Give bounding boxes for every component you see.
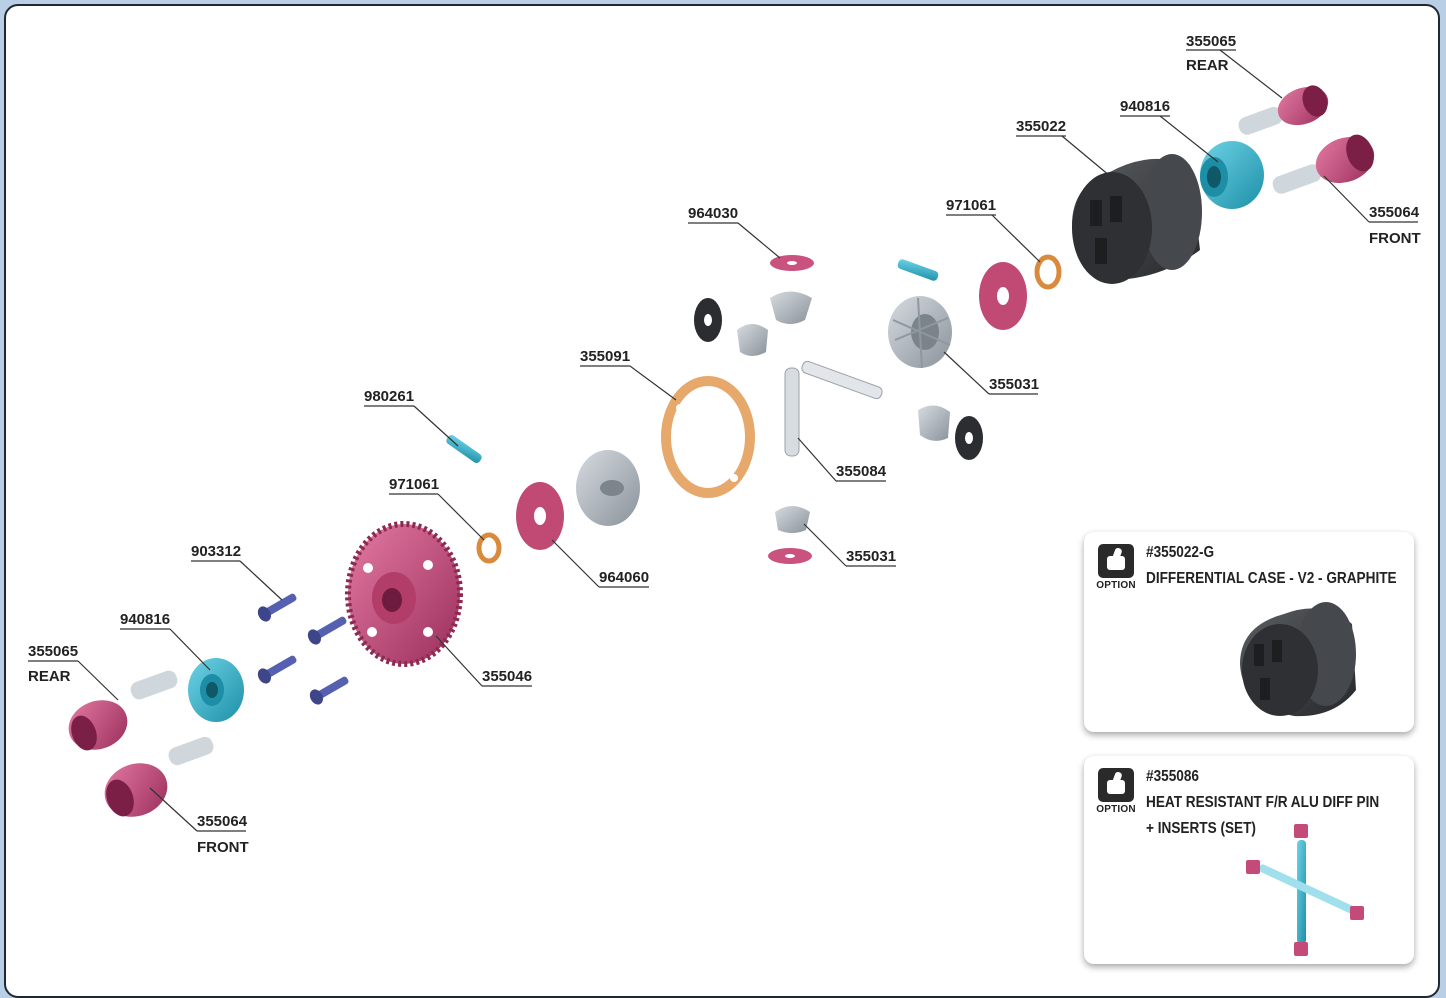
- diff-pin-inserts-image: [1246, 824, 1364, 956]
- label-355065-bottom: 355065 REAR: [28, 643, 119, 701]
- thumbs-up-icon: [1098, 768, 1134, 802]
- label-355031-bottom: 355031: [803, 523, 896, 567]
- gasket: [661, 376, 755, 498]
- outdrive-cup-front-top: [1272, 134, 1375, 194]
- option-badge: OPTION: [1096, 768, 1136, 830]
- label-980261: 980261: [364, 388, 459, 447]
- part-number: 964060: [599, 569, 649, 586]
- part-number: 355031: [989, 376, 1039, 393]
- part-number: 940816: [120, 611, 170, 628]
- part-number: 355046: [482, 668, 532, 685]
- outdrive-cup-rear-top: [1238, 85, 1329, 135]
- bevel-gear-small-right: [918, 405, 950, 441]
- option-part-number: #355086: [1146, 768, 1199, 785]
- part-number: 355091: [580, 348, 630, 365]
- label-903312: 903312: [191, 543, 283, 601]
- bearing-bottom: [188, 658, 244, 722]
- part-position: REAR: [28, 668, 71, 685]
- part-number: 971061: [946, 197, 996, 214]
- part-position: REAR: [1186, 57, 1229, 74]
- option-description: HEAT RESISTANT F/R ALU DIFF PIN: [1146, 794, 1380, 811]
- label-964030: 964030: [688, 205, 781, 259]
- option-description: DIFFERENTIAL CASE - V2 - GRAPHITE: [1146, 570, 1397, 587]
- label-940816-bottom: 940816: [120, 611, 211, 671]
- washer-bottom: [768, 548, 812, 564]
- part-position: FRONT: [197, 839, 249, 856]
- label-355065-top: 355065 REAR: [1186, 33, 1283, 99]
- label-355084: 355084: [797, 437, 887, 482]
- part-number: 903312: [191, 543, 241, 560]
- option-badge: OPTION: [1096, 544, 1136, 606]
- bevel-gear-large: [888, 296, 952, 369]
- screws: [257, 593, 349, 705]
- label-355022: 355022: [1016, 118, 1111, 177]
- cyan-pin-top: [897, 259, 939, 281]
- option-box-diff-pin: OPTION #355086 HEAT RESISTANT F/R ALU DI…: [1084, 756, 1414, 964]
- spur-gear: [345, 521, 463, 667]
- part-number: 355022: [1016, 118, 1066, 135]
- bearing-top: [1200, 141, 1264, 209]
- option-label: OPTION: [1096, 580, 1136, 591]
- label-940816-top: 940816: [1120, 98, 1219, 163]
- label-355046: 355046: [435, 635, 532, 687]
- part-number: 940816: [1120, 98, 1170, 115]
- washer-964030: [770, 255, 814, 271]
- black-washer-left: [694, 298, 722, 342]
- label-355091: 355091: [580, 348, 677, 401]
- diff-pinion-gear: [576, 450, 640, 526]
- label-355031-top: 355031: [943, 351, 1039, 395]
- option-label: OPTION: [1096, 804, 1136, 815]
- diff-cross-pin: [784, 360, 883, 457]
- black-washer-right: [955, 416, 983, 460]
- part-number: 355065: [28, 643, 78, 660]
- label-964060: 964060: [551, 539, 649, 588]
- part-number: 980261: [364, 388, 414, 405]
- bevel-gear-small-left: [737, 324, 768, 356]
- part-number: 964030: [688, 205, 738, 222]
- option-box-diff-case: OPTION #355022-G DIFFERENTIAL CASE - V2 …: [1084, 532, 1414, 732]
- label-971061-bottom: 971061: [389, 476, 485, 541]
- diff-case: [1072, 154, 1202, 284]
- label-971061-top: 971061: [946, 197, 1041, 263]
- option-part-number: #355022-G: [1146, 544, 1215, 561]
- o-ring-bottom: [476, 532, 502, 564]
- bevel-gear-small-bottom: [775, 506, 810, 533]
- cyan-pin-bottom: [446, 435, 482, 463]
- outdrive-cup-rear-bottom: [68, 670, 178, 751]
- diff-case-graphite-image: [1240, 602, 1356, 717]
- outdrive-cup-front-bottom: [104, 736, 214, 817]
- shim-top-right: [979, 262, 1027, 330]
- label-355064-bottom: 355064 FRONT: [149, 787, 249, 856]
- part-number: 355031: [846, 548, 896, 565]
- thumbs-up-icon: [1098, 544, 1134, 578]
- shim-964060: [516, 482, 564, 550]
- part-position: FRONT: [1369, 230, 1421, 247]
- o-ring-top: [1034, 254, 1062, 290]
- part-number: 355064: [197, 813, 248, 830]
- bevel-gear-small-top: [770, 291, 812, 324]
- part-number: 355064: [1369, 204, 1420, 221]
- part-number: 355084: [836, 463, 887, 480]
- part-number: 971061: [389, 476, 439, 493]
- label-355064-top: 355064 FRONT: [1323, 175, 1421, 247]
- part-number: 355065: [1186, 33, 1236, 50]
- option-description-2: + INSERTS (SET): [1146, 820, 1256, 837]
